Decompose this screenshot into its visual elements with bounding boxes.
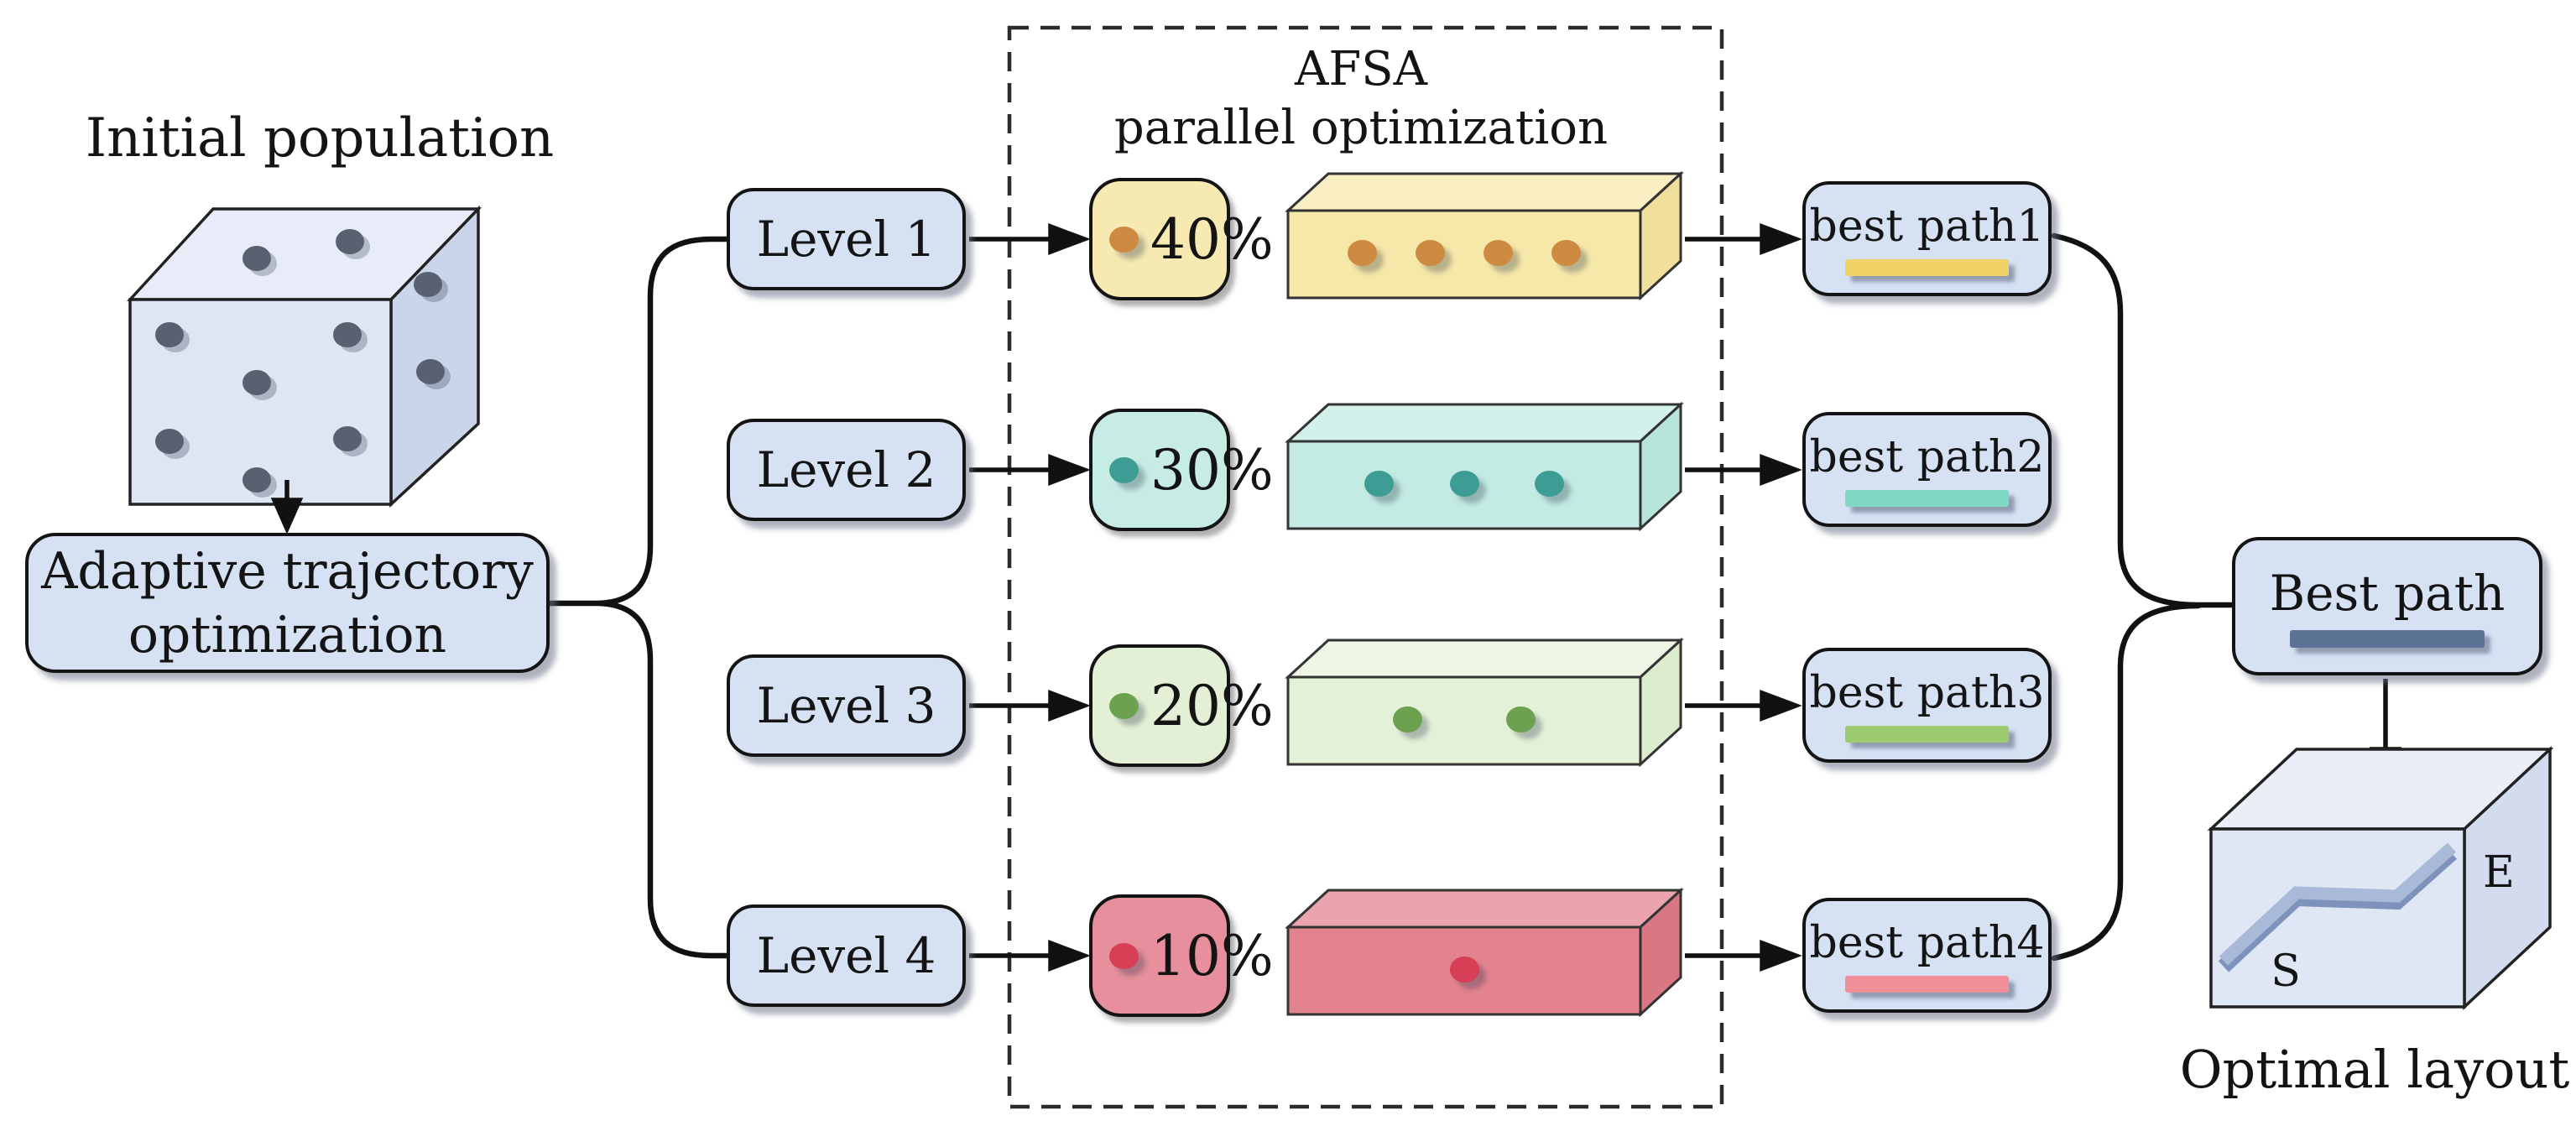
best-path2-box: best path2 (1802, 412, 2052, 527)
slab-dots-level2 (1309, 468, 1619, 498)
split-brace (546, 236, 730, 959)
fish-slab-level2 (1285, 401, 1684, 532)
best-path4-label: best path4 (1809, 918, 2045, 968)
best-path1-bar (1845, 259, 2009, 276)
converge-brace (2051, 232, 2235, 962)
percent-label-level2: 30% (1150, 437, 1274, 503)
best-path3-bar (1845, 726, 2009, 743)
fish-dot-icon (1364, 470, 1395, 497)
level-3-box: Level 3 (727, 654, 966, 757)
afsa-title-line1: AFSA (1294, 42, 1428, 96)
percent-box-level4: 10% (1089, 894, 1274, 1017)
level-1-label: Level 1 (756, 211, 936, 268)
fish-dot-icon (1449, 956, 1479, 983)
fish-dot-icon (1534, 470, 1564, 497)
initial-population-dots (155, 229, 451, 498)
fish-slab-level3 (1285, 637, 1684, 768)
final-best-path-box: Best path (2232, 537, 2542, 675)
best-path3-box: best path3 (1802, 648, 2052, 763)
fish-dot-icon (1484, 239, 1513, 266)
fish-dot-icon (1449, 470, 1479, 497)
slab-dots-level4 (1309, 954, 1619, 984)
fish-dot-icon (1109, 456, 1139, 483)
fish-slab-level1 (1285, 170, 1684, 301)
adaptive-trajectory-box: Adaptive trajectory optimization (25, 533, 550, 673)
level-4-label: Level 4 (756, 927, 936, 984)
best-path-ribbon (2218, 842, 2457, 972)
best-path4-box: best path4 (1802, 898, 2052, 1013)
best-path4-bar (1845, 976, 2009, 993)
initial-population-cube (127, 205, 482, 508)
optimal-layout-title: Optimal layout (2179, 1039, 2570, 1100)
percent-label-level1: 40% (1150, 206, 1274, 272)
percent-label-level4: 10% (1150, 923, 1274, 988)
level-1-box: Level 1 (727, 188, 966, 290)
afsa-title-line2: parallel optimization (1113, 101, 1609, 155)
fish-dot-icon (1109, 226, 1139, 253)
fish-dot-icon (1506, 706, 1536, 732)
fish-slab-level4 (1285, 887, 1684, 1018)
percent-box-level2: 30% (1089, 409, 1274, 531)
optimal-layout-cube (2207, 745, 2554, 1011)
arrow-initial-to-adaptive (270, 480, 304, 534)
start-label: S (2271, 946, 2301, 997)
fish-dot-icon (1348, 239, 1377, 266)
percent-box-level3: 20% (1089, 644, 1274, 767)
best-path2-bar (1845, 490, 2009, 507)
best-path1-box: best path1 (1802, 181, 2052, 296)
fish-dot-icon (1393, 706, 1422, 732)
slab-dots-level3 (1309, 704, 1619, 734)
final-best-path-label: Best path (2269, 565, 2506, 622)
final-best-path-bar (2290, 630, 2485, 648)
best-path1-label: best path1 (1809, 201, 2045, 252)
adaptive-box-line1: Adaptive trajectory (41, 541, 534, 601)
end-label: E (2483, 847, 2515, 898)
fish-dot-icon (1416, 239, 1445, 266)
level-2-box: Level 2 (727, 419, 966, 521)
best-path3-label: best path3 (1809, 668, 2045, 718)
percent-box-level1: 40% (1089, 178, 1274, 300)
percent-label-level3: 20% (1150, 673, 1274, 738)
level-arrows (969, 223, 1091, 972)
slab-exit-arrows (1685, 223, 1802, 972)
afsa-title: AFSA parallel optimization (1067, 40, 1655, 158)
initial-population-title: Initial population (85, 107, 555, 169)
fish-dot-icon (1551, 239, 1581, 266)
slab-dots-level1 (1309, 237, 1619, 268)
afsa-dashed-region (1007, 25, 1724, 1109)
level-2-label: Level 2 (756, 441, 936, 498)
level-3-label: Level 3 (756, 677, 936, 734)
adaptive-box-line2: optimization (128, 605, 447, 665)
best-path2-label: best path2 (1809, 432, 2045, 482)
level-4-box: Level 4 (727, 904, 966, 1007)
fish-dot-icon (1109, 692, 1139, 719)
fish-dot-icon (1109, 942, 1139, 969)
